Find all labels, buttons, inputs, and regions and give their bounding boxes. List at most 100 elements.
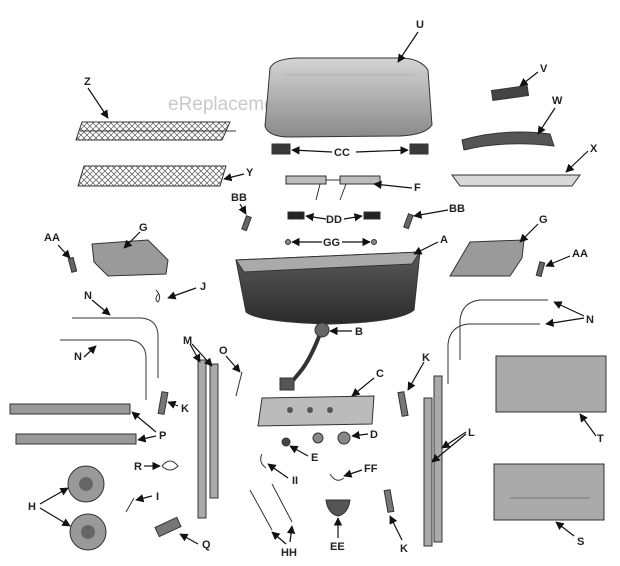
arrow-f bbox=[373, 180, 413, 189]
arrow-ff bbox=[343, 469, 363, 478]
label-m: M bbox=[183, 335, 192, 347]
arrow-aa-right bbox=[545, 255, 571, 267]
arrow-s bbox=[555, 521, 575, 537]
arrow-l-upper bbox=[441, 431, 467, 449]
arrow-aa-left bbox=[57, 244, 71, 259]
label-ee: EE bbox=[330, 541, 345, 553]
arrow-a bbox=[413, 241, 439, 255]
arrow-cc-left bbox=[291, 146, 333, 155]
arrow-h-upper bbox=[39, 487, 69, 505]
arrow-t bbox=[579, 413, 597, 437]
bracket-part-q bbox=[154, 516, 182, 538]
grease-cup-part-ee bbox=[325, 499, 351, 517]
screw-part-gg-right bbox=[371, 239, 377, 245]
warming-rack-part-z bbox=[75, 121, 236, 141]
leg-part-l-left bbox=[423, 397, 433, 547]
label-cc: CC bbox=[334, 147, 350, 159]
hook-part-ff bbox=[329, 473, 345, 481]
arrow-k-bottom bbox=[389, 515, 403, 541]
panel-part-t bbox=[495, 355, 607, 413]
label-g-right: G bbox=[539, 214, 548, 226]
rod-part-hh-right bbox=[271, 483, 293, 523]
leg-part-m-left bbox=[197, 359, 207, 519]
arrow-g-left bbox=[123, 231, 141, 249]
label-q: Q bbox=[202, 539, 211, 551]
knob-part-d-2 bbox=[337, 431, 351, 445]
rod-part-o bbox=[235, 371, 243, 397]
bracket-part-dd-left bbox=[287, 211, 305, 220]
label-l: L bbox=[468, 427, 475, 439]
arrow-dd-left bbox=[305, 212, 327, 222]
label-ff: FF bbox=[364, 463, 378, 475]
hinge-part-cc-right bbox=[409, 143, 429, 155]
label-aa-right: AA bbox=[572, 248, 588, 260]
label-k-left: K bbox=[181, 403, 189, 415]
firebox-part-a bbox=[235, 251, 421, 325]
label-k-bottom: K bbox=[400, 543, 408, 555]
label-k-mid: K bbox=[422, 352, 430, 364]
arrow-w bbox=[537, 107, 556, 135]
label-f: F bbox=[414, 182, 421, 194]
wheel-part-h-lower bbox=[69, 513, 107, 551]
arrow-z bbox=[87, 87, 109, 119]
clip-part-bb-left bbox=[241, 215, 252, 232]
label-c: C bbox=[376, 368, 384, 380]
rod-part-hh-left bbox=[249, 489, 273, 531]
arrow-e bbox=[289, 445, 309, 457]
handle-part-w bbox=[461, 131, 555, 151]
frame-tube-part-n-right-upper bbox=[459, 299, 548, 360]
arrow-hh-right bbox=[286, 525, 296, 543]
label-b: B bbox=[355, 326, 363, 338]
arrow-cc-right bbox=[355, 146, 409, 155]
arrow-bb-left bbox=[238, 203, 247, 215]
arrow-i bbox=[135, 494, 153, 503]
arrow-o bbox=[225, 355, 241, 373]
clip-part-r bbox=[161, 460, 179, 471]
frame-tube-part-n-mid-left bbox=[60, 339, 147, 400]
panel-part-s bbox=[493, 463, 605, 521]
rail-part-p-lower bbox=[15, 433, 137, 445]
label-aa-left: AA bbox=[44, 232, 60, 244]
label-z: Z bbox=[84, 76, 91, 88]
rod-part-i bbox=[125, 497, 135, 513]
label-bb-right: BB bbox=[449, 203, 465, 215]
bracket-part-dd-right bbox=[363, 211, 381, 220]
label-hh: HH bbox=[281, 547, 297, 559]
label-h: H bbox=[28, 501, 36, 513]
label-x: X bbox=[590, 143, 598, 155]
arrow-dd-right bbox=[343, 213, 363, 222]
arrow-m-right bbox=[191, 343, 213, 367]
side-shelf-part-g-left bbox=[91, 239, 169, 277]
bracket-part-k-mid bbox=[397, 391, 409, 417]
label-g-left: G bbox=[139, 222, 148, 234]
bracket-part-k-bottom bbox=[383, 489, 395, 513]
wire-part-ii bbox=[260, 453, 267, 469]
label-j: J bbox=[200, 281, 206, 293]
label-ii: II bbox=[292, 475, 298, 487]
igniter-part-e bbox=[281, 437, 291, 447]
valve-hose-part-b bbox=[279, 322, 330, 391]
arrow-y bbox=[223, 173, 245, 182]
handle-bracket-part-v bbox=[490, 84, 530, 102]
label-e: E bbox=[311, 452, 318, 464]
arrow-n-mid-left bbox=[83, 345, 97, 358]
arrow-l-lower bbox=[431, 433, 467, 463]
lid-part-u bbox=[264, 57, 433, 138]
arrow-hh-left bbox=[271, 531, 287, 545]
arrow-ii bbox=[267, 463, 289, 479]
arrow-x bbox=[565, 150, 589, 173]
label-n-right: N bbox=[586, 314, 594, 326]
arrow-n-top-left bbox=[91, 299, 111, 316]
arrow-bb-right bbox=[413, 209, 449, 219]
bracket-part-aa-left bbox=[67, 256, 78, 273]
frame-tube-part-n-top-left bbox=[72, 317, 159, 378]
clip-part-j bbox=[155, 289, 161, 303]
label-n-top-left: N bbox=[84, 290, 92, 302]
arrow-n-right-lower bbox=[545, 317, 585, 327]
clip-part-bb-right bbox=[403, 213, 414, 230]
arrow-d bbox=[351, 430, 369, 440]
arrow-u bbox=[397, 31, 419, 63]
label-t: T bbox=[597, 433, 604, 445]
arrow-p-upper bbox=[131, 411, 157, 433]
